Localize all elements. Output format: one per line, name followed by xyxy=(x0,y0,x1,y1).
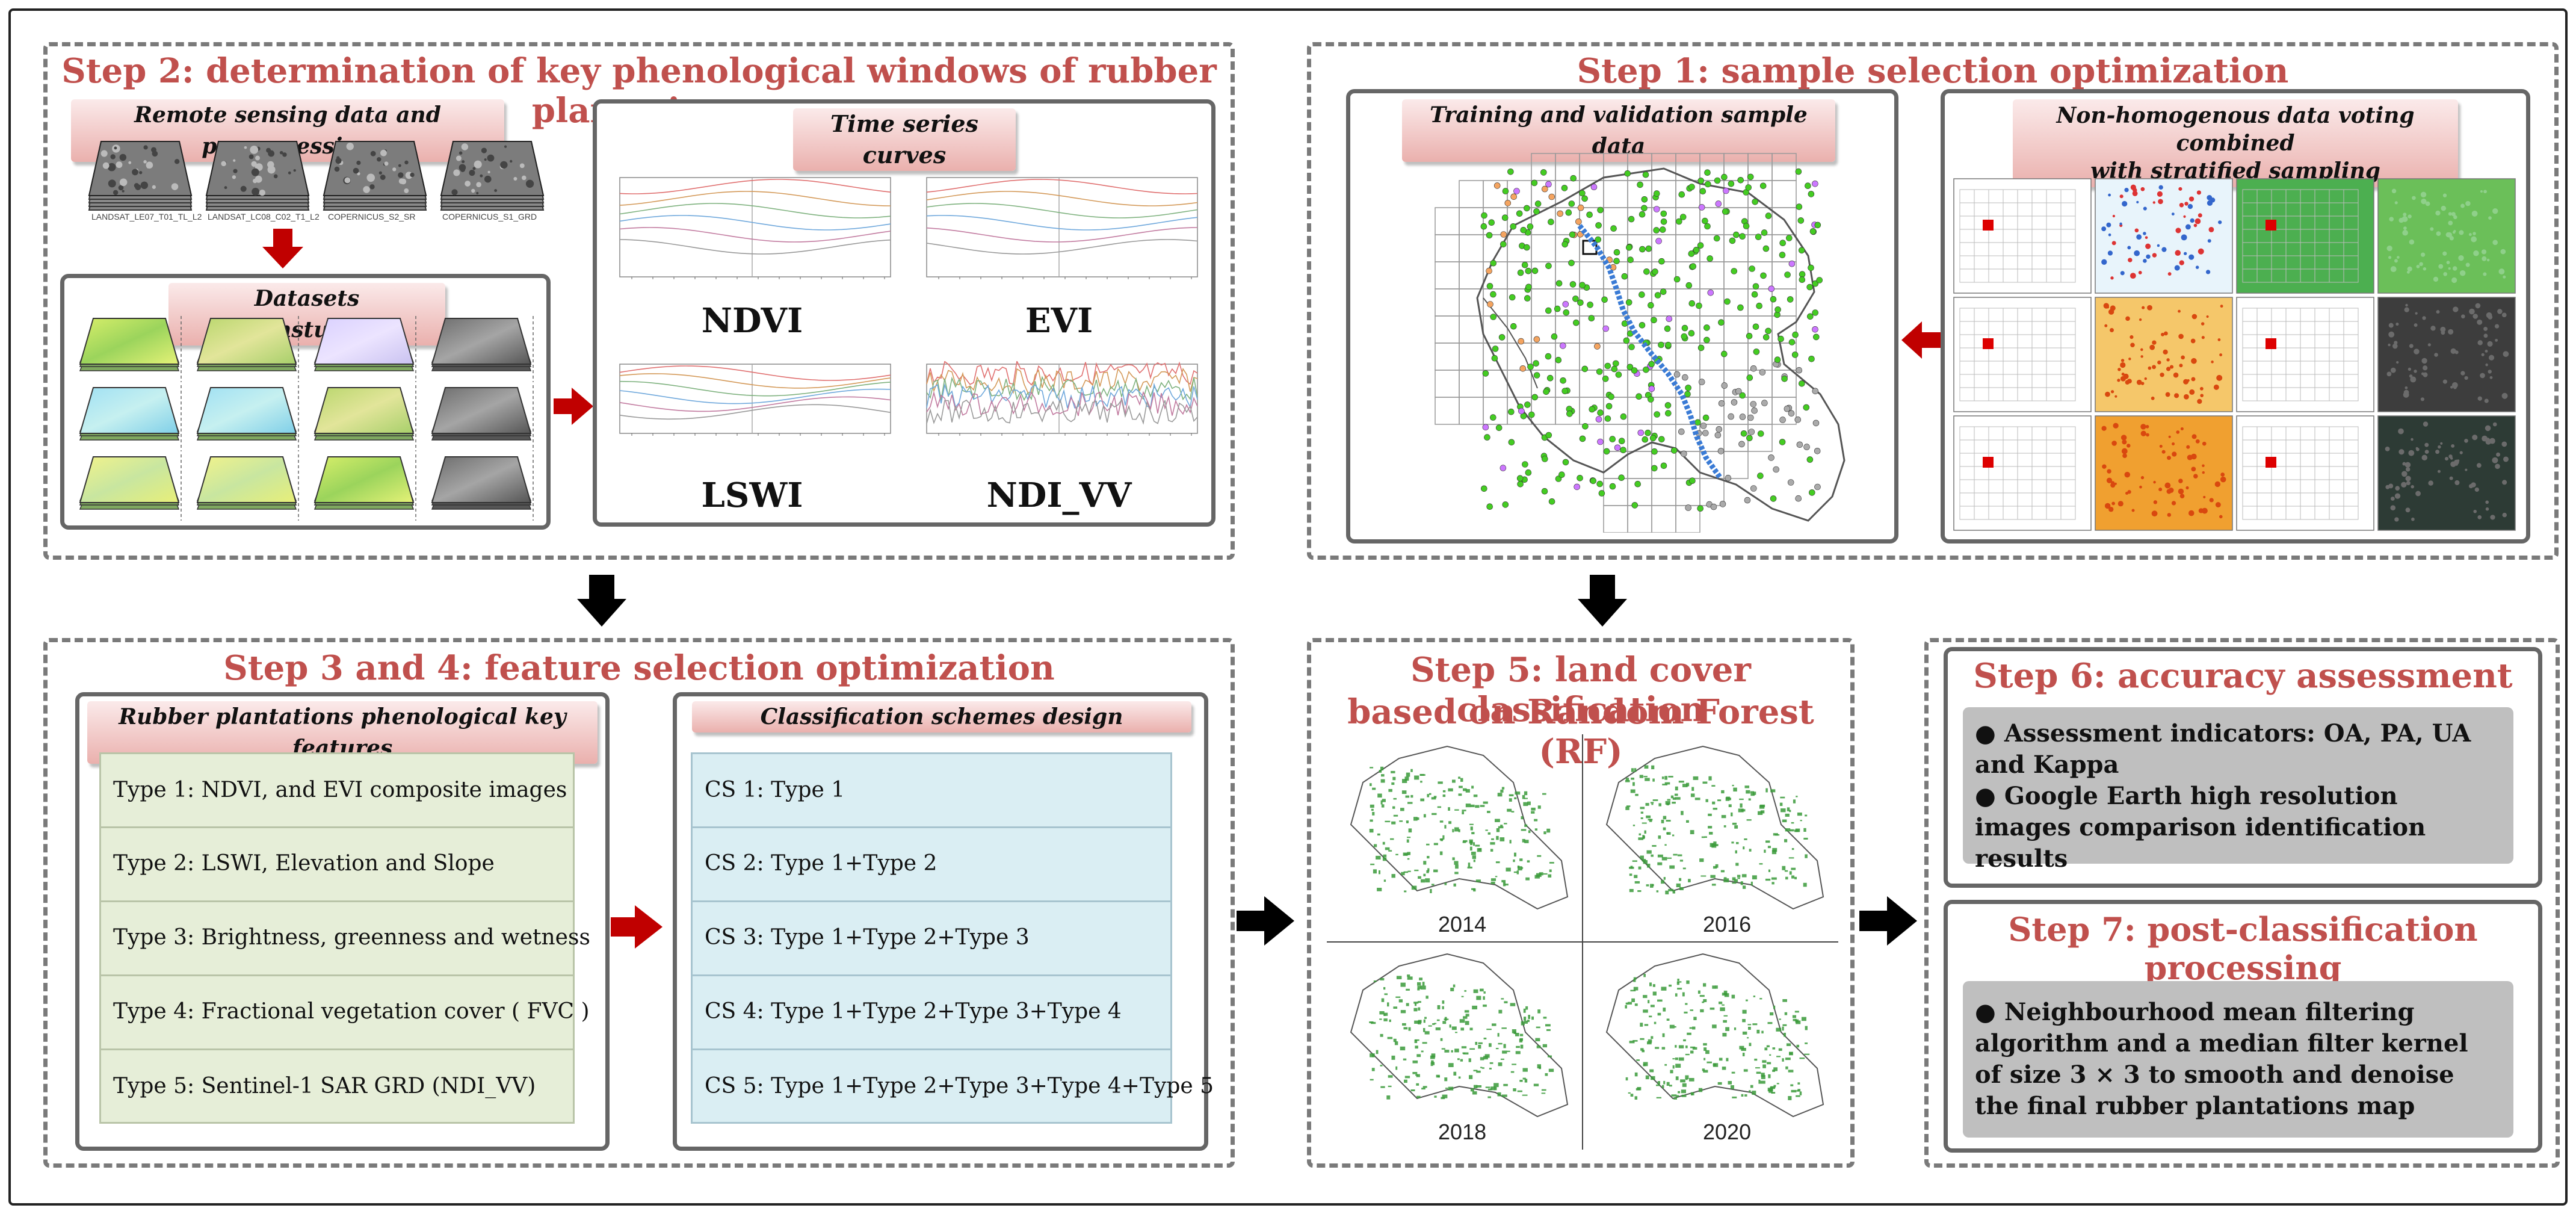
evi-curve-chart xyxy=(926,177,1198,279)
schemes-table: CS 1: Type 1 CS 2: Type 1+Type 2 CS 3: T… xyxy=(691,752,1214,1124)
assessment-bullet-2: ● Google Earth high resolution images co… xyxy=(1975,782,2426,873)
black-right-arrow-2 xyxy=(1859,896,1917,946)
step1-panel: Step 1: sample selection optimization xyxy=(1307,42,2559,560)
sensor-caption-1: LANDSAT_LE07_T01_TL_L2 xyxy=(91,212,202,221)
sensor-caption-2: LANDSAT_LC08_C02_T1_L2 xyxy=(208,212,320,221)
voting-label: Non-homogenous data voting combined with… xyxy=(2013,99,2458,187)
ndvi-caption: NDVI xyxy=(701,301,803,341)
year-2018: 2018 xyxy=(1438,1120,1487,1144)
schemes-label: Classification schemes design xyxy=(692,701,1191,732)
step34-title: Step 3 and 4: feature selection optimiza… xyxy=(223,648,1055,688)
cs-2-row: CS 2: Type 1+Type 2 xyxy=(693,826,1170,902)
evi-caption: EVI xyxy=(1025,301,1093,341)
year-2016: 2016 xyxy=(1703,912,1752,937)
training-samples-label: Training and validation sample data xyxy=(1402,99,1835,162)
remote-sensing-tiles xyxy=(88,141,545,211)
figure-frame xyxy=(8,8,2568,1206)
step6-title: Step 6: accuracy assessment xyxy=(1973,656,2513,696)
red-right-arrow-step2 xyxy=(554,388,593,425)
type-4-row: Type 4: Fractional vegetation cover ( FV… xyxy=(101,974,590,1050)
cs-5-row: CS 5: Type 1+Type 2+Type 3+Type 4+Type 5 xyxy=(705,1074,1214,1098)
step5-title-line2: based on Random Forest (RF) xyxy=(1347,692,1814,772)
ndi-vv-curve-chart xyxy=(926,361,1198,436)
red-right-arrow-step34 xyxy=(611,905,663,949)
assessment-bullet-1: ● Assessment indicators: OA, PA, UA and … xyxy=(1975,719,2471,779)
step5-title-line1: Step 5: land cover classification xyxy=(1410,650,1751,729)
black-down-arrow-left xyxy=(577,575,626,627)
voting-label-line1: Non-homogenous data voting combined xyxy=(2056,103,2415,156)
lswi-caption: LSWI xyxy=(701,475,803,515)
training-sample-map xyxy=(1435,153,1846,533)
step1-title: Step 1: sample selection optimization xyxy=(1577,51,2289,91)
type-3-row: Type 3: Brightness, greenness and wetnes… xyxy=(101,900,590,976)
black-right-arrow-1 xyxy=(1237,896,1294,946)
type-1-row: Type 1: NDVI, and EVI composite images xyxy=(101,754,573,828)
ndvi-curve-chart xyxy=(619,177,891,279)
black-down-arrow-right xyxy=(1578,575,1627,627)
time-series-label: Time series curves xyxy=(793,108,1016,171)
type-2-row: Type 2: LSWI, Elevation and Slope xyxy=(101,826,573,902)
cs-4-row: CS 4: Type 1+Type 2+Type 3+Type 4 xyxy=(693,974,1170,1050)
classification-maps xyxy=(1327,734,1838,1150)
sensor-caption-3: COPERNICUS_S2_SR xyxy=(328,212,416,221)
cs-1-row: CS 1: Type 1 xyxy=(693,754,1170,828)
type-5-row: Type 5: Sentinel-1 SAR GRD (NDI_VV) xyxy=(113,1074,536,1098)
post-processing-panel: ● Neighbourhood mean filtering algorithm… xyxy=(1963,981,2513,1138)
year-2020: 2020 xyxy=(1703,1120,1752,1144)
step2-panel: Step 2: determination of key phenologica… xyxy=(43,42,1235,560)
post-processing-bullet: ● Neighbourhood mean filtering algorithm… xyxy=(1975,998,2468,1120)
red-left-arrow xyxy=(1901,321,1941,359)
stratified-sampling-maps xyxy=(1953,178,2516,531)
assessment-panel: ● Assessment indicators: OA, PA, UA and … xyxy=(1963,707,2513,873)
step67-panel xyxy=(1924,638,2560,1168)
year-2014: 2014 xyxy=(1438,912,1487,937)
step34-panel: Step 3 and 4: feature selection optimiza… xyxy=(43,638,1235,1168)
step5-panel xyxy=(1307,638,1855,1168)
cs-3-row: CS 3: Type 1+Type 2+Type 3 xyxy=(693,900,1170,976)
datasets-images xyxy=(79,316,534,521)
features-table: Type 1: NDVI, and EVI composite images T… xyxy=(99,752,590,1124)
red-down-arrow xyxy=(262,229,303,268)
lswi-curve-chart xyxy=(619,364,891,436)
ndi-vv-caption: NDI_VV xyxy=(986,475,1132,515)
step7-title: Step 7: post-classification processing xyxy=(2008,910,2478,987)
satellite-tile xyxy=(440,141,545,196)
sensor-caption-4: COPERNICUS_S1_GRD xyxy=(442,212,537,221)
